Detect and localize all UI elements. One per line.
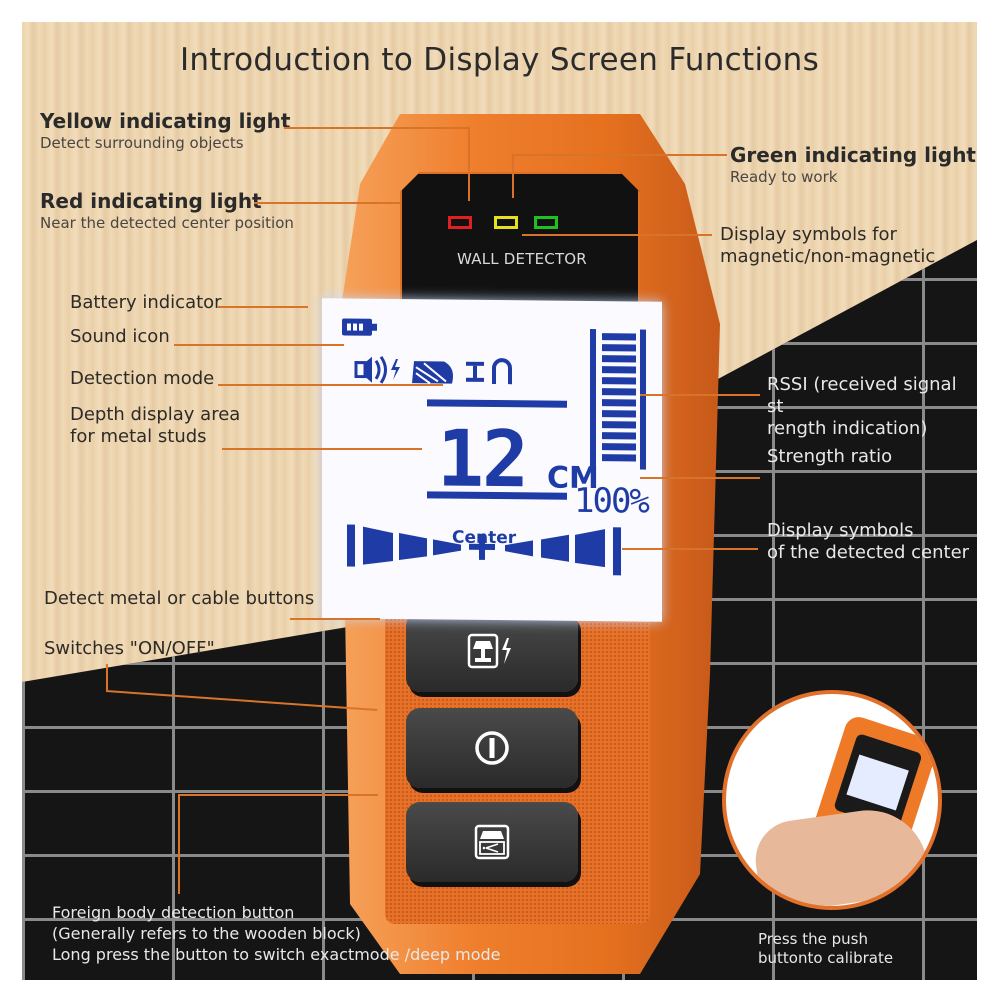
strength-ratio-label: Strength ratio: [767, 446, 893, 467]
magnet-icon: [492, 358, 512, 385]
metal-stud-icon: [466, 361, 484, 382]
power-button[interactable]: [406, 708, 578, 788]
callout-line: [178, 794, 378, 796]
device-brand-label: WALL DETECTOR: [457, 250, 587, 268]
callout-line: [106, 664, 108, 690]
calibrate-inset-photo: [722, 690, 942, 910]
green-light-label: Green indicating light Ready to work: [730, 143, 976, 186]
battery-indicator-label: Battery indicator: [70, 292, 222, 313]
center-symbols-label: Display symbols of the detected center: [767, 520, 970, 563]
callout-line: [512, 154, 727, 156]
callout-line: [290, 618, 380, 620]
wood-detect-button[interactable]: [406, 802, 578, 882]
sound-icon: [354, 355, 387, 384]
callout-line: [218, 384, 443, 386]
rssi-bar-meter: [590, 329, 646, 470]
page-title: Introduction to Display Screen Functions: [179, 42, 820, 78]
callout-line: [254, 202, 402, 204]
sound-icon-label: Sound icon: [70, 326, 170, 347]
strength-ratio-value: 100%: [574, 480, 648, 522]
metal-cable-button[interactable]: [406, 612, 578, 692]
mode-underline: [427, 399, 567, 408]
callout-line: [222, 448, 422, 450]
lcd-display: 12 CM 100% Center: [322, 298, 662, 622]
metal-cable-label: Detect metal or cable buttons: [44, 588, 315, 609]
callout-line: [622, 548, 758, 550]
yellow-led-icon: [494, 216, 518, 229]
wood-detect-icon: [474, 824, 510, 860]
depth-underline: [427, 491, 567, 500]
lightning-icon: [391, 358, 400, 380]
callout-line: [512, 154, 514, 198]
infographic-canvas: Introduction to Display Screen Functions…: [22, 22, 977, 980]
rssi-label: RSSI (received signal st rength indicati…: [767, 374, 957, 439]
device-led-panel: WALL DETECTOR: [400, 172, 640, 312]
yellow-light-label: Yellow indicating light Detect surroundi…: [40, 109, 291, 152]
callout-line: [640, 477, 760, 479]
depth-display-label: Depth display area for metal studs: [70, 404, 241, 447]
magnetic-symbols-label: Display symbols for magnetic/non-magneti…: [720, 224, 936, 267]
calibrate-label: Press the push buttonto calibrate: [758, 930, 894, 967]
callout-line: [640, 394, 760, 396]
detection-mode-label: Detection mode: [70, 368, 215, 389]
center-indicator-icon: [347, 524, 621, 576]
callout-line: [178, 794, 180, 894]
lcd-mode-icons: [354, 355, 512, 385]
power-icon: [475, 731, 509, 765]
wood-grain-icon: [412, 361, 453, 385]
green-led-icon: [534, 216, 558, 229]
callout-line: [522, 234, 712, 236]
callout-line: [468, 127, 470, 201]
callout-line: [284, 127, 470, 129]
red-light-label: Red indicating light Near the detected c…: [40, 189, 294, 232]
callout-line: [174, 344, 344, 346]
foreign-body-label: Foreign body detection button (Generally…: [52, 903, 501, 964]
battery-icon: [342, 318, 372, 336]
metal-lightning-icon: [467, 633, 511, 669]
on-off-label: Switches "ON/OFF": [44, 638, 215, 659]
callout-line: [218, 306, 308, 308]
red-led-icon: [448, 216, 472, 229]
